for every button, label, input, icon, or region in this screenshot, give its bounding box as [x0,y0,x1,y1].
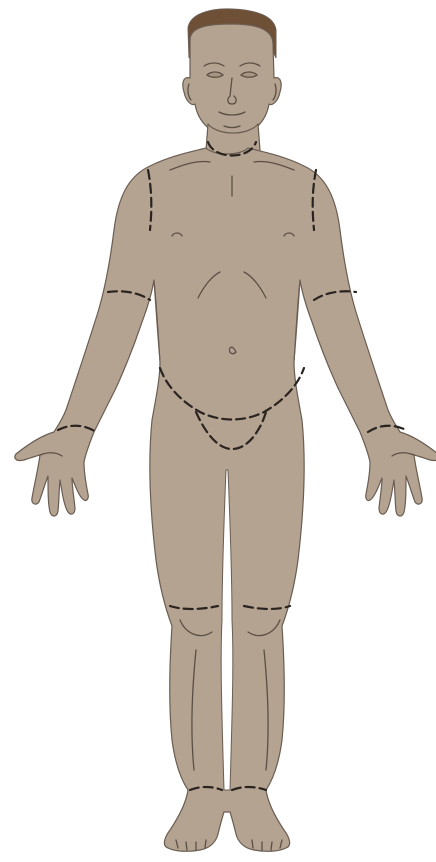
left-eye [207,72,223,77]
right-eye [241,72,257,77]
